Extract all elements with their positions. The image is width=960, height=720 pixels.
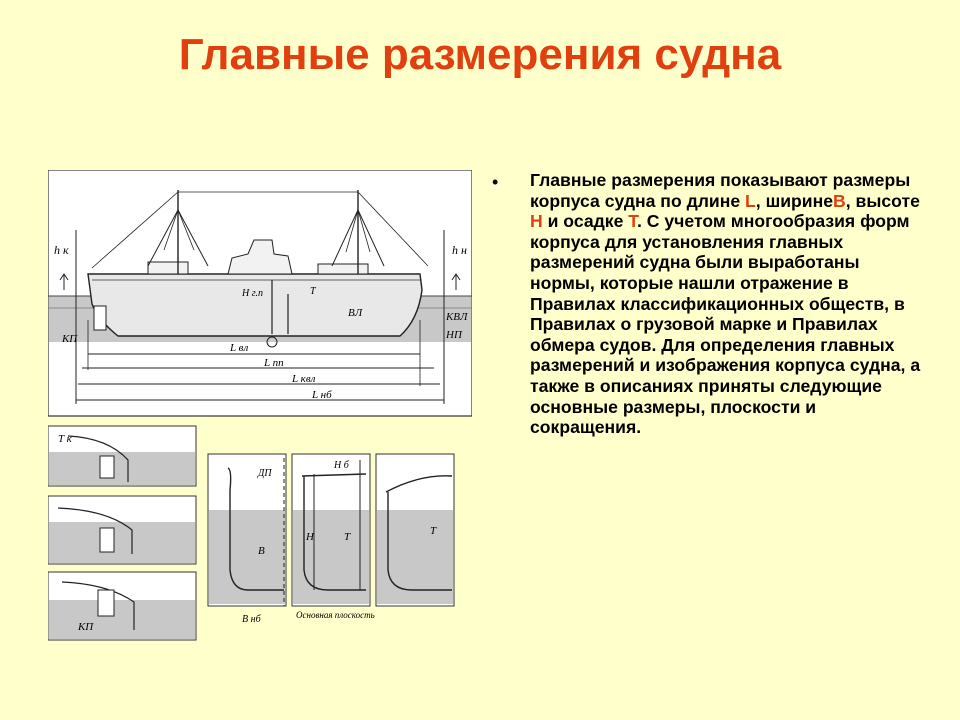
label-b-nb: B нб <box>242 614 262 625</box>
label-kp-2: КП <box>77 621 94 633</box>
label-h-n: h н <box>452 243 467 257</box>
label-l-nb: L нб <box>311 389 332 401</box>
label-t-k: T к <box>58 433 73 445</box>
label-l-kvl: L квл <box>291 373 316 385</box>
label-h-b: H б <box>333 460 350 471</box>
label-dp: ДП <box>257 468 272 479</box>
label-t-3: T <box>430 525 437 537</box>
ship-dimensions-diagram: h к h н H г.п T ВЛ КВЛ НП КП L вл L пп L… <box>48 170 472 658</box>
highlight-l: L <box>745 190 756 211</box>
label-b: B <box>258 545 265 557</box>
cross-section-3: T <box>375 453 455 607</box>
label-np: НП <box>445 329 463 341</box>
highlight-h: Н <box>530 211 543 232</box>
label-l-vl: L вл <box>229 342 248 354</box>
stern-detail-1: T к <box>48 425 197 487</box>
stern-detail-3: КП <box>48 571 197 641</box>
label-l-pp: L пп <box>263 357 284 369</box>
label-kvl: КВЛ <box>445 311 468 323</box>
bullet-text: Главные размерения показывают размеры ко… <box>530 170 921 438</box>
label-h-k: h к <box>54 243 69 257</box>
label-h-gp: H г.п <box>241 288 263 299</box>
bullet-list: • Главные размерения показывают размеры … <box>492 170 928 438</box>
label-t-2: T <box>344 531 351 543</box>
label-vl: ВЛ <box>348 307 363 319</box>
stern-detail-2 <box>48 495 197 565</box>
cross-section-2: H б H T <box>291 453 371 607</box>
bullet-marker: • <box>492 172 499 192</box>
label-kp: КП <box>61 333 78 345</box>
slide-title: Главные размерения судна <box>178 30 782 79</box>
label-base-plane: Основная плоскость <box>296 610 375 620</box>
label-t: T <box>310 286 317 297</box>
highlight-b: В <box>833 190 846 211</box>
label-h: H <box>305 531 315 543</box>
cross-section-1: ДП B B нб <box>207 453 287 625</box>
highlight-t: Т <box>628 211 638 232</box>
